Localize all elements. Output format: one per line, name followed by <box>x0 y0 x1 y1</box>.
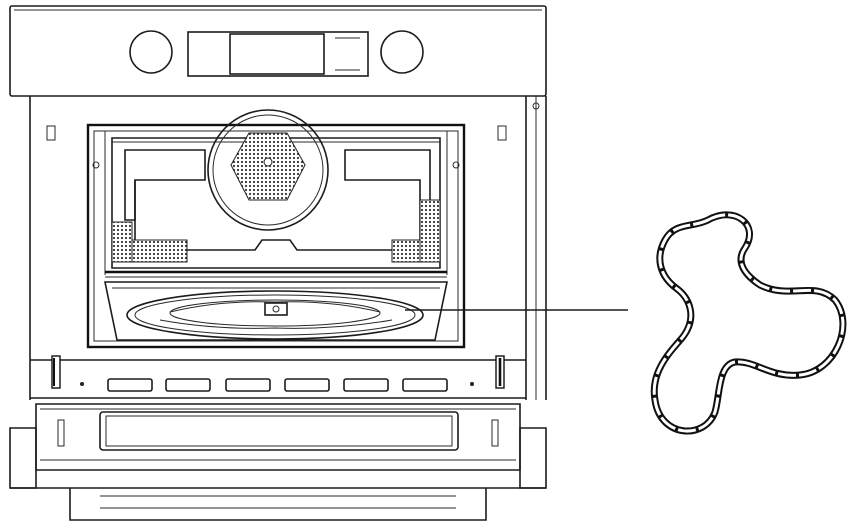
display-screen <box>229 33 325 75</box>
oven-cavity <box>86 109 466 349</box>
strip-slot-2 <box>165 378 211 392</box>
display-frame <box>187 31 369 77</box>
strip-slot-3 <box>225 378 271 392</box>
oven-door <box>9 403 547 521</box>
strip-slot-5 <box>343 378 389 392</box>
turntable <box>126 290 424 340</box>
turntable-hub <box>264 302 288 316</box>
right-knob <box>380 30 424 74</box>
left-vent <box>111 221 133 263</box>
right-vent <box>419 199 441 263</box>
door-window <box>99 411 459 451</box>
left-knob <box>129 30 173 74</box>
strip-slot-6 <box>402 378 448 392</box>
control-panel <box>9 5 547 97</box>
oven-body <box>29 96 547 400</box>
bottom-strip <box>30 355 526 399</box>
roller-ring-icon <box>650 211 847 435</box>
strip-slot-1 <box>107 378 153 392</box>
strip-slot-4 <box>284 378 330 392</box>
